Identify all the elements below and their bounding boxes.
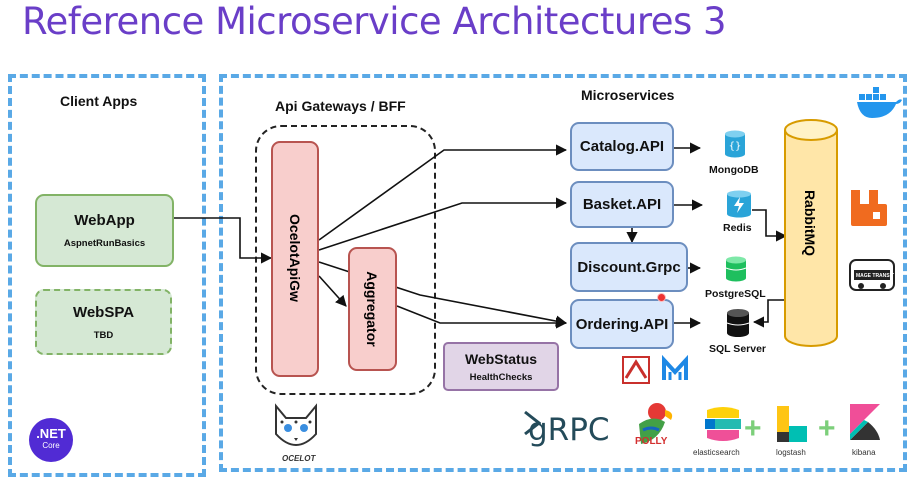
logstash-icon	[777, 406, 807, 442]
portainer-logo-icon	[849, 259, 895, 291]
webspa-box: WebSPA TBD	[35, 289, 172, 355]
rabbitmq-cylinder	[784, 119, 838, 347]
dotnet-logo: .NET Core	[29, 418, 73, 462]
catalog-api-box: Catalog.API	[570, 122, 674, 171]
ocelot-gateway-label: OcelotApiGw	[287, 214, 303, 302]
mongodb-icon: {}	[725, 130, 745, 158]
api-gateways-label: Api Gateways / BFF	[275, 98, 406, 114]
redis-label: Redis	[723, 222, 752, 234]
discount-grpc-label: Discount.Grpc	[577, 258, 681, 276]
wire-aggregator-ordering	[396, 305, 568, 329]
rabbitmq-label: RabbitMQ	[802, 189, 818, 257]
dotnet-logo-sub: Core	[42, 441, 60, 450]
webstatus-label: WebStatus	[464, 350, 538, 367]
portainer-logo-text: MAGE TRANSIT	[856, 273, 895, 279]
gateway-group-border	[255, 125, 436, 395]
basket-api-label: Basket.API	[582, 196, 662, 213]
redis-icon	[727, 190, 751, 218]
grpc-logo-text: gRPC	[528, 412, 610, 448]
mediatr-icon	[662, 354, 688, 380]
discount-grpc-box: Discount.Grpc	[570, 242, 688, 292]
aggregator-label: Aggregator	[364, 271, 380, 347]
kibana-icon	[850, 404, 880, 440]
backend-zone	[219, 74, 907, 472]
ocelot-logo-text: OCELOT	[282, 454, 316, 463]
elasticsearch-label: elasticsearch	[693, 448, 740, 457]
wire-webapp-ocelot	[173, 217, 273, 264]
wire-rabbit-sql	[752, 299, 786, 328]
svg-text:{}: {}	[729, 141, 742, 152]
aggregator-box	[348, 247, 397, 371]
sqlserver-label: SQL Server	[709, 343, 767, 355]
sqlserver-icon	[726, 309, 750, 337]
ordering-api-box: Ordering.API	[570, 299, 674, 349]
wire-ocelot-aggregator	[318, 275, 347, 307]
polly-logo-text: POLLY	[635, 436, 668, 447]
microservices-label: Microservices	[581, 87, 675, 103]
logstash-label: logstash	[776, 448, 806, 457]
catalog-api-label: Catalog.API	[579, 138, 665, 155]
ordering-api-label: Ordering.API	[575, 315, 669, 333]
webstatus-sub-label: HealthChecks	[469, 371, 533, 383]
plus-icon-1: +	[744, 412, 762, 445]
wire-ocelot-basket	[318, 197, 568, 251]
ocelot-logo-icon	[275, 403, 317, 446]
webapp-label: WebApp	[74, 212, 135, 229]
webspa-sub-label: TBD	[93, 329, 114, 341]
webapp-sub-label: AspnetRunBasics	[63, 238, 146, 249]
client-apps-zone	[8, 74, 206, 477]
kibana-label: kibana	[852, 448, 876, 457]
client-apps-label: Client Apps	[60, 93, 138, 109]
postgres-icon	[725, 256, 747, 282]
wire-ocelot-catalog	[318, 144, 568, 241]
ocelot-gateway-box	[271, 141, 319, 377]
elasticsearch-icon	[705, 407, 741, 441]
polly-small-icon	[622, 356, 650, 384]
basket-api-box: Basket.API	[570, 181, 674, 228]
grpc-mark-icon	[524, 410, 541, 436]
postgres-label: PostgreSQL	[705, 288, 766, 300]
rabbitmq-logo-icon	[851, 190, 887, 226]
cursor-marker	[657, 293, 666, 302]
webstatus-box: WebStatus HealthChecks	[443, 342, 559, 391]
wire-redis-rabbit	[752, 209, 788, 242]
plus-icon-2: +	[818, 412, 836, 445]
polly-parrot-icon	[639, 403, 673, 444]
page-title: Reference Microservice Architectures 3	[22, 0, 727, 43]
mongodb-label: MongoDB	[709, 164, 759, 176]
webapp-box: WebApp AspnetRunBasics	[35, 194, 174, 267]
webspa-label: WebSPA	[72, 303, 135, 321]
docker-icon	[857, 87, 902, 118]
dotnet-logo-text: .NET	[36, 426, 66, 441]
